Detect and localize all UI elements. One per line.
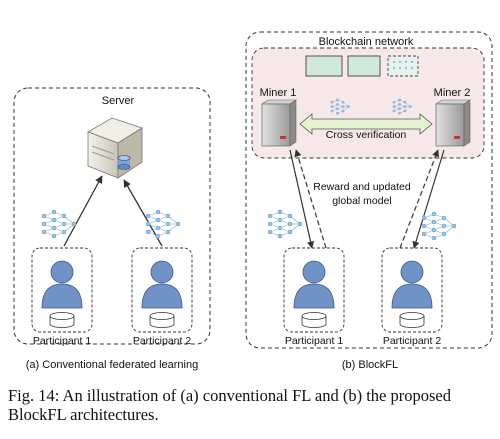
- database-icon: [49, 312, 75, 328]
- participant-2-box: [131, 247, 193, 333]
- participant-2-box: [381, 247, 443, 333]
- participant-2-label: Participant 2: [383, 335, 442, 347]
- cross-verification-arrow: [299, 113, 433, 135]
- block: [347, 55, 381, 77]
- caption-a: (a) Conventional federated learning: [26, 359, 198, 371]
- database-icon: [301, 312, 327, 328]
- neural-net-icon: [145, 209, 181, 239]
- block-pattern: [392, 60, 414, 70]
- person-icon: [391, 260, 433, 309]
- block: [305, 55, 343, 77]
- person-icon: [41, 260, 83, 309]
- neural-net-icon: [41, 209, 77, 239]
- miner-2-label: Miner 2: [434, 87, 471, 99]
- neural-net-icon: [392, 98, 412, 115]
- pending-block: [387, 55, 419, 77]
- participant-1-box: [283, 247, 345, 333]
- arrow-miner1-to-participant1: [289, 149, 315, 249]
- cross-verification-label: Cross verification: [326, 129, 407, 141]
- person-icon: [293, 260, 335, 309]
- neural-net-icon: [421, 211, 457, 241]
- arrow-participant1-to-miner1: [294, 149, 327, 249]
- panel-a-frame: [13, 87, 211, 345]
- panel-b-frame: [245, 31, 493, 349]
- server-icon: [87, 117, 143, 179]
- figure-caption-line1: Fig. 14: An illustration of (a) conventi…: [8, 386, 451, 405]
- person-icon: [141, 260, 183, 309]
- figure-caption-line2: BlockFL architectures.: [8, 405, 159, 424]
- neural-net-icon: [330, 98, 350, 115]
- participant-2-label: Participant 2: [133, 335, 192, 347]
- miner-1-label: Miner 1: [260, 87, 297, 99]
- reward-label-line2: global model: [332, 195, 392, 207]
- participant-1-box: [31, 247, 93, 333]
- arrow-participant2-to-miner2: [399, 149, 440, 249]
- arrow-miner2-to-participant2: [412, 149, 445, 249]
- participant-1-label: Participant 1: [33, 335, 92, 347]
- reward-label-line1: Reward and updated: [313, 181, 411, 193]
- arrow-p1-to-server: [63, 175, 103, 247]
- blockchain-network-label: Blockchain network: [319, 36, 414, 48]
- neural-net-icon: [267, 209, 303, 239]
- database-icon: [149, 312, 175, 328]
- caption-b: (b) BlockFL: [342, 359, 398, 371]
- miner-2-server-icon: [435, 99, 471, 147]
- server-label: Server: [102, 95, 135, 107]
- figure-caption: Fig. 14: An illustration of (a) conventi…: [8, 386, 494, 424]
- miner-1-server-icon: [261, 99, 297, 147]
- database-icon: [399, 312, 425, 328]
- participant-1-label: Participant 1: [285, 335, 344, 347]
